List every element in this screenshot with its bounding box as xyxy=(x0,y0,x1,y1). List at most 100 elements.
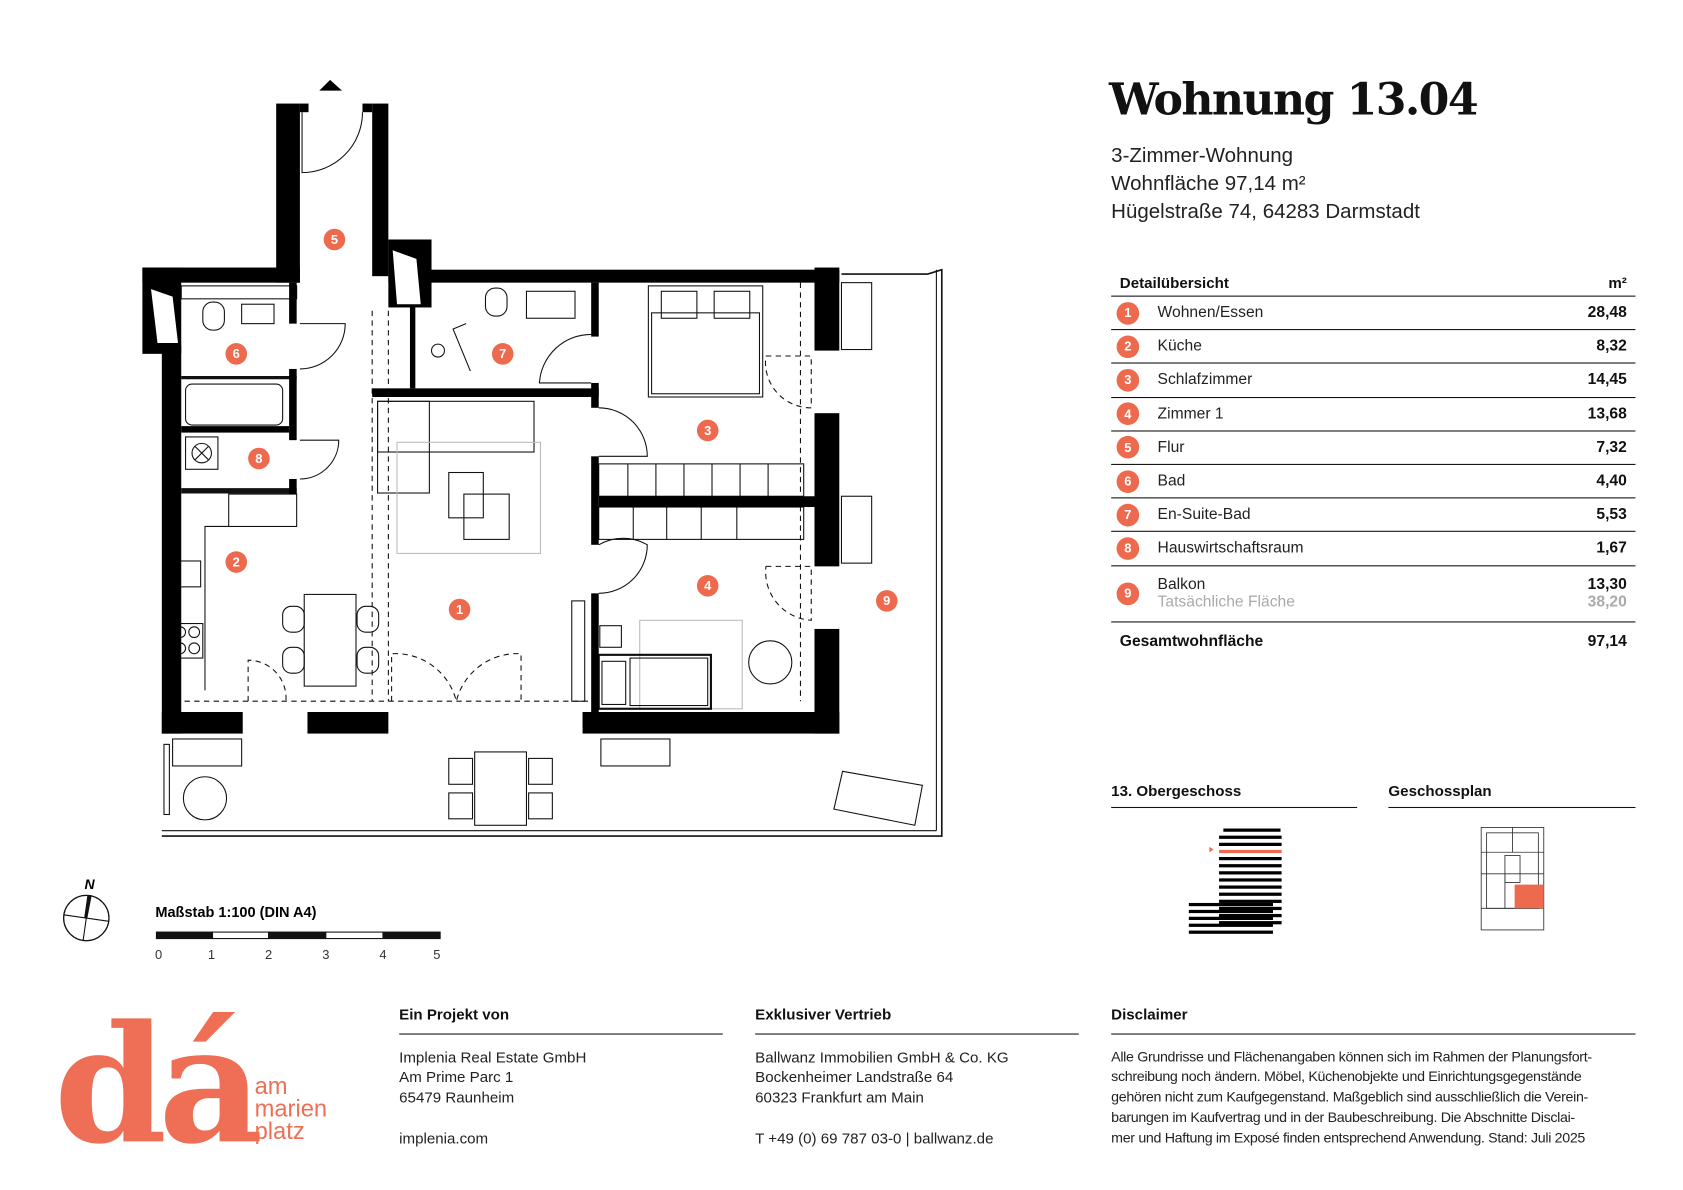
room-name: Balkon xyxy=(1157,576,1206,594)
svg-text:3: 3 xyxy=(704,423,711,438)
room-badge-6: 6 xyxy=(225,343,248,365)
north-label: N xyxy=(84,876,95,892)
svg-text:8: 8 xyxy=(255,451,262,466)
floor-bar xyxy=(1188,902,1273,907)
floor-bar xyxy=(1219,871,1282,875)
scale-bar: N Maßstab 1:100 (DIN A4) 0 1 2 3 4 5 xyxy=(63,876,441,962)
floor-label: 13. Obergeschoss xyxy=(1111,782,1358,809)
room-number-badge: 7 xyxy=(1116,503,1140,527)
floor-plan: 5 6 7 8 2 1 3 4 9 xyxy=(142,79,943,837)
svg-text:am: am xyxy=(255,1074,288,1100)
floor-bar xyxy=(1188,909,1273,914)
svg-text:2: 2 xyxy=(233,554,240,569)
room-badge-5: 5 xyxy=(323,228,346,251)
scale-tick: 5 xyxy=(433,947,440,962)
room-number-badge: 3 xyxy=(1116,368,1140,392)
svg-text:6: 6 xyxy=(233,346,240,361)
project-website-link[interactable]: implenia.com xyxy=(399,1128,489,1147)
apartment-highlight xyxy=(1514,884,1544,909)
scale-tick: 3 xyxy=(322,947,329,962)
svg-text:4: 4 xyxy=(704,578,712,593)
room-badge-3: 3 xyxy=(696,419,719,442)
room-subname: Tatsächliche Fläche xyxy=(1157,593,1295,611)
floor-bar xyxy=(1188,930,1273,934)
floor-bar xyxy=(1219,864,1282,868)
disclaimer-column: Disclaimer Alle Grundrisse und Flächenan… xyxy=(1111,1004,1636,1148)
room-area: 5,53 xyxy=(1596,506,1627,524)
svg-text:platz: platz xyxy=(255,1119,305,1145)
scale-tick: 4 xyxy=(379,947,386,962)
floor-bar xyxy=(1188,916,1273,921)
room-badge-8: 8 xyxy=(248,447,270,470)
scale-tick: 2 xyxy=(265,947,272,962)
svg-text:dá: dá xyxy=(54,992,261,1154)
room-name: Wohnen/Essen xyxy=(1157,304,1264,322)
floor-bar xyxy=(1219,892,1282,896)
room-number-badge: 4 xyxy=(1116,402,1140,426)
room-area: 7,32 xyxy=(1596,438,1627,457)
compass-icon xyxy=(63,894,110,942)
floor-bar xyxy=(1219,856,1282,861)
plan-label: Geschossplan xyxy=(1388,782,1636,809)
room-name: Bad xyxy=(1157,472,1186,490)
svg-text:5: 5 xyxy=(331,232,338,247)
floor-bar xyxy=(1219,906,1282,911)
svg-text:9: 9 xyxy=(883,593,890,608)
table-row: 4 Zimmer 1 13,68 xyxy=(1111,398,1636,432)
floor-bar xyxy=(1219,899,1282,903)
room-name: Zimmer 1 xyxy=(1157,405,1224,423)
floor-stack-diagram xyxy=(1188,828,1282,934)
floor-bar xyxy=(1219,913,1282,918)
room-number-badge: 6 xyxy=(1116,469,1140,493)
scale-label: Maßstab 1:100 (DIN A4) xyxy=(155,905,316,921)
room-subarea: 38,20 xyxy=(1587,593,1627,611)
room-number-badge: 1 xyxy=(1116,301,1140,325)
room-badge-7: 7 xyxy=(491,343,514,365)
svg-text:marien: marien xyxy=(255,1097,328,1123)
sales-contact: T +49 (0) 69 787 03-0 | ballwanz.de xyxy=(755,1128,994,1147)
key-plan-diagram xyxy=(1480,827,1545,931)
room-number-badge: 8 xyxy=(1116,537,1140,560)
logo: dá am marien platz xyxy=(54,992,328,1154)
floor-bar xyxy=(1219,842,1282,846)
room-badge-9: 9 xyxy=(875,590,898,612)
room-area: 4,40 xyxy=(1596,472,1627,490)
room-area: 13,68 xyxy=(1587,405,1627,423)
table-row: 6 Bad 4,40 xyxy=(1111,465,1636,499)
table-row: 1 Wohnen/Essen 28,48 xyxy=(1111,297,1636,331)
room-name: Schlafzimmer xyxy=(1157,371,1253,389)
room-name: Hauswirtschaftsraum xyxy=(1157,539,1304,558)
scale-tick: 1 xyxy=(208,947,215,962)
scale-tick: 0 xyxy=(155,947,162,962)
apartment-type: 3-Zimmer-Wohnung xyxy=(1111,144,1294,168)
table-row: 5 Flur 7,32 xyxy=(1111,431,1636,465)
room-name: Flur xyxy=(1157,438,1185,457)
room-area: 13,30 xyxy=(1587,576,1627,594)
room-number-badge: 5 xyxy=(1116,436,1140,459)
page-title: Wohnung 13.04 xyxy=(1109,73,1479,126)
address: Hügelstraße 74, 64283 Darmstadt xyxy=(1111,200,1420,224)
floor-bar xyxy=(1219,878,1282,882)
floor-bar xyxy=(1223,828,1281,832)
svg-text:1: 1 xyxy=(456,602,463,617)
current-floor-bar xyxy=(1219,849,1282,854)
floor-bar xyxy=(1188,923,1273,927)
table-row: 7 En-Suite-Bad 5,53 xyxy=(1111,499,1636,533)
living-area: Wohnfläche 97,14 m² xyxy=(1111,172,1306,196)
room-name: Küche xyxy=(1157,337,1202,356)
floor-bar xyxy=(1219,835,1282,839)
project-column: Ein Projekt von Implenia Real Estate Gmb… xyxy=(399,1004,723,1148)
room-number-badge: 9 xyxy=(1116,582,1140,605)
room-area: 8,32 xyxy=(1596,337,1627,356)
floor-bar xyxy=(1219,921,1282,925)
room-name: En-Suite-Bad xyxy=(1157,506,1251,524)
floor-bar xyxy=(1219,885,1282,889)
room-area: 28,48 xyxy=(1587,304,1627,322)
svg-text:7: 7 xyxy=(499,346,506,361)
sales-column: Exklusiver Vertrieb Ballwanz Immobilien … xyxy=(755,1004,1079,1148)
